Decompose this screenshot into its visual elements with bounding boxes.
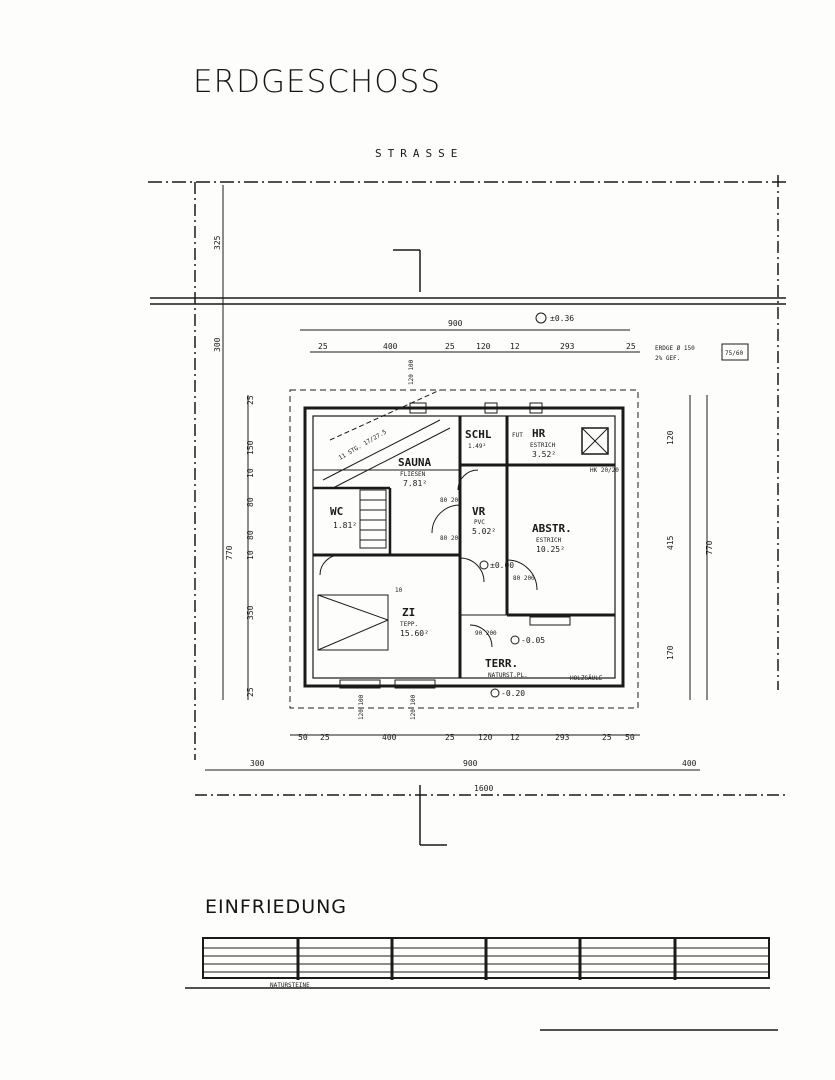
dim-bottom-2: 400	[382, 733, 397, 742]
room-hr-area: 3.52²	[532, 450, 556, 459]
dim-door-vr-a: 80 200	[440, 497, 462, 504]
holzsaule-label: HOLZSÄULE	[570, 675, 603, 682]
dim-overall-0: 300	[250, 759, 265, 768]
dim-left-mid: 300	[213, 337, 222, 352]
room-sauna-name: SAUNA	[398, 456, 431, 469]
dim-bottom-7: 25	[602, 733, 612, 742]
dim-left-0: 25	[246, 395, 255, 405]
dim-top-2: 25	[445, 342, 455, 351]
dim-bottom-8: 50	[625, 733, 635, 742]
level-terr: -0.05	[521, 636, 545, 645]
dim-top-3: 120	[476, 342, 491, 351]
dim-top-5: 293	[560, 342, 575, 351]
dim-bottom-total: 1600	[474, 784, 493, 793]
room-wc-area: 1.81²	[333, 521, 357, 530]
dim-door-terr: 90 200	[475, 630, 497, 637]
dim-left-5: 10	[246, 550, 255, 560]
room-abstr-floor: ESTRICH	[536, 537, 562, 544]
room-vr-name: VR	[472, 505, 486, 518]
level-ground: -0.20	[501, 689, 525, 698]
dim-right-2: 170	[666, 645, 675, 660]
dim-win-zi-a: 120 100	[358, 694, 365, 720]
fut-label: FUT	[512, 432, 523, 439]
dim-win-sauna: 120 100	[408, 359, 415, 385]
dim-left-top: 325	[213, 235, 222, 250]
room-vr-floor: PVC	[474, 519, 485, 526]
dim-bottom-4: 120	[478, 733, 493, 742]
dim-bottom-6: 293	[555, 733, 570, 742]
level-vr: ±0.00	[490, 561, 514, 570]
dim-door-abstr: 80 200	[513, 575, 535, 582]
dim-door-zi: 10	[395, 587, 403, 594]
dim-left-2: 10	[246, 468, 255, 478]
box-label: 75/60	[725, 350, 743, 357]
hk-label: HK 20/20	[590, 467, 619, 474]
page-title: ERDGESCHOSS	[193, 64, 441, 100]
room-hr-name: HR	[532, 427, 546, 440]
dim-top-4: 12	[510, 342, 520, 351]
dim-bottom-3: 25	[445, 733, 455, 742]
street-label: STRASSE	[375, 147, 464, 160]
room-terr-floor: NATURST.PL.	[488, 672, 528, 679]
dim-top-total: 900	[448, 319, 463, 328]
dim-left-house: 770	[225, 545, 234, 560]
dim-left-7: 25	[246, 687, 255, 697]
fence-title: EINFRIEDUNG	[205, 896, 348, 918]
dim-bottom-5: 12	[510, 733, 520, 742]
dim-right-0: 120	[666, 430, 675, 445]
room-wc-name: WC	[330, 505, 343, 518]
level-top: ±0.36	[550, 314, 574, 323]
dim-left-3: 80	[246, 497, 255, 507]
dim-top-0: 25	[318, 342, 328, 351]
dim-bottom-1: 25	[320, 733, 330, 742]
dim-right-house: 770	[705, 540, 714, 555]
room-zi-name: ZI	[402, 606, 415, 619]
dim-right-1: 415	[666, 535, 675, 550]
room-abstr-area: 10.25²	[536, 545, 565, 554]
room-terr-name: TERR.	[485, 657, 518, 670]
room-zi-floor: TEPP.	[400, 621, 418, 628]
dim-win-zi-b: 120 100	[410, 694, 417, 720]
room-sauna-area: 7.81²	[403, 479, 427, 488]
room-abstr-name: ABSTR.	[532, 522, 572, 535]
dim-bottom-0: 50	[298, 733, 308, 742]
dim-left-1: 150	[246, 440, 255, 455]
dim-left-6: 350	[246, 605, 255, 620]
dim-door-vr-b: 80 200	[440, 535, 462, 542]
erdge-label: ERDGE Ø 150	[655, 345, 695, 352]
fence-material: NATURSTEINE	[270, 982, 310, 989]
room-vr-area: 5.02²	[472, 527, 496, 536]
room-hr-floor: ESTRICH	[530, 442, 556, 449]
room-schl-area: 1.49²	[468, 443, 486, 450]
dim-overall-2: 400	[682, 759, 697, 768]
room-zi-area: 15.60²	[400, 629, 429, 638]
dim-left-4: 80	[246, 530, 255, 540]
gef-label: 2% GEF.	[655, 355, 680, 362]
dim-top-6: 25	[626, 342, 636, 351]
room-schl-name: SCHL	[465, 428, 492, 441]
room-sauna-floor: FLIESEN	[400, 471, 426, 478]
dim-top-1: 400	[383, 342, 398, 351]
dim-overall-1: 900	[463, 759, 478, 768]
